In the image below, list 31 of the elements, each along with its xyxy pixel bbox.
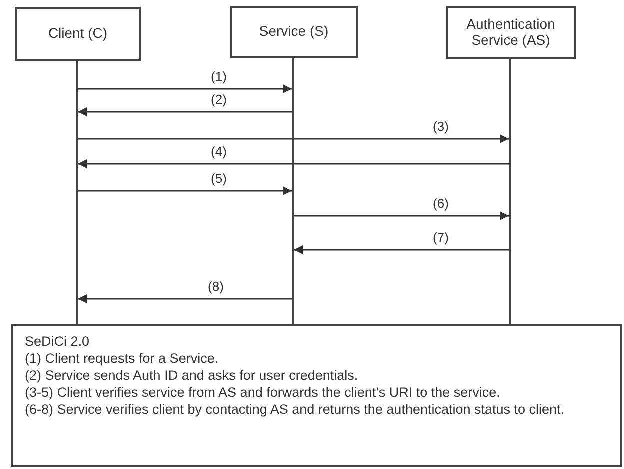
- note-title: SeDiCi 2.0: [25, 334, 90, 351]
- lifeline: [292, 57, 294, 324]
- participant-box: [446, 6, 576, 59]
- edge-label: (8): [206, 280, 226, 293]
- message-arrow: [78, 186, 292, 196]
- edge-label: (6): [431, 197, 451, 210]
- note-text: (6-8) Service verifies client by contacting AS and returns the authentication status to client.: [25, 402, 565, 418]
- edge-label: (3): [431, 120, 451, 133]
- participant-name: Service (S): [259, 24, 329, 40]
- message-arrow: [78, 108, 292, 116]
- edge-label: (2): [209, 93, 229, 106]
- participant-box: [15, 7, 141, 61]
- note-text: (3-5) Client verifies service from AS and forwards the client’s URI to the service.: [25, 384, 500, 402]
- message-arrow: [294, 212, 509, 220]
- participant-name: Client (C): [48, 26, 108, 42]
- lifeline: [76, 60, 78, 324]
- note-text: (2) Service sends Auth ID and asks for user credentials.: [25, 368, 358, 385]
- message-arrow: [78, 84, 292, 94]
- edge-label: (7): [431, 231, 451, 244]
- message-arrow: [78, 294, 292, 304]
- message-arrow: [294, 246, 509, 254]
- note-text: (1) Client requests for a Service.: [25, 350, 219, 368]
- edge-label: (1): [209, 70, 229, 83]
- participant-name: Authentication Service (AS): [466, 17, 556, 48]
- lifeline: [509, 58, 511, 324]
- participant-box: [230, 6, 358, 58]
- edge-label: (5): [209, 172, 229, 185]
- edge-label: (4): [209, 145, 229, 158]
- message-arrow: [78, 160, 509, 168]
- note-box: [11, 324, 622, 467]
- message-arrow: [78, 134, 509, 144]
